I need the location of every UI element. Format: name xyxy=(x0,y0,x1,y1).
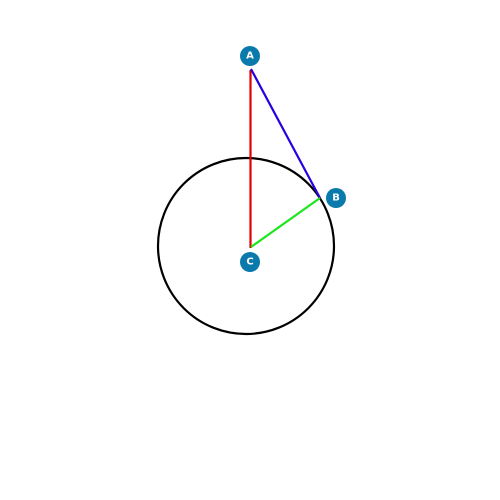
point-c-marker: C xyxy=(240,252,260,272)
point-a-marker: A xyxy=(240,46,260,66)
point-b-label: B xyxy=(332,193,340,204)
segment-cb xyxy=(250,197,321,248)
segment-ab xyxy=(250,68,321,199)
point-c-label: C xyxy=(246,257,253,268)
point-a-label: A xyxy=(246,51,254,62)
point-b-marker: B xyxy=(326,188,346,208)
circle xyxy=(156,156,336,336)
